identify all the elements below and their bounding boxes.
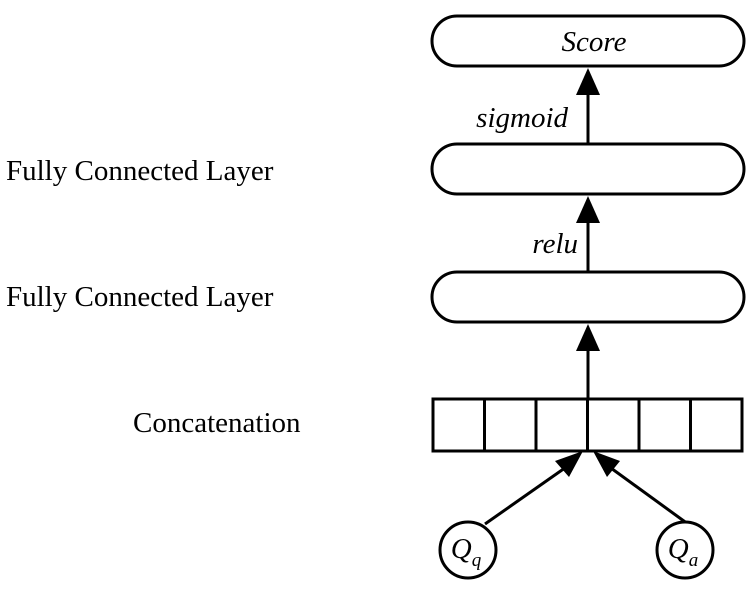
input-node-qa-label: Qa: [668, 533, 698, 571]
fc-layer-lower-label: Fully Connected Layer: [6, 281, 274, 313]
arrow-qa-head: [593, 451, 620, 477]
qa-subscript: a: [689, 550, 699, 571]
sigmoid-label: sigmoid: [476, 102, 568, 134]
concatenation-label: Concatenation: [133, 407, 301, 439]
input-node-qq-label: Qq: [451, 533, 482, 571]
arrow-qq-line: [484, 461, 573, 526]
fc-layer-upper-box: [430, 142, 746, 196]
fc-layer-upper-label: Fully Connected Layer: [6, 155, 274, 187]
arrow-fc-to-fc-head: [576, 196, 600, 223]
concatenation-cell: [483, 397, 538, 453]
fc-layer-lower-box: [430, 270, 746, 324]
qq-subscript: q: [472, 550, 482, 571]
concatenation-cell: [431, 397, 486, 453]
relu-label: relu: [532, 228, 578, 260]
arrow-qa-line: [603, 461, 689, 526]
arrow-qq-head: [555, 451, 583, 477]
score-box: [430, 14, 746, 68]
concatenation-cell: [689, 397, 744, 453]
input-node-qq: [438, 520, 498, 580]
qq-base: Q: [451, 533, 472, 565]
score-label: Score: [562, 26, 627, 58]
input-node-qa: [655, 520, 715, 580]
concatenation-vector: [431, 397, 744, 453]
arrow-fc-to-score-head: [576, 68, 600, 95]
concatenation-cell: [637, 397, 692, 453]
qa-base: Q: [668, 533, 689, 565]
concatenation-cell: [534, 397, 589, 453]
concatenation-cell: [586, 397, 641, 453]
arrow-concat-to-fc-head: [576, 324, 600, 351]
